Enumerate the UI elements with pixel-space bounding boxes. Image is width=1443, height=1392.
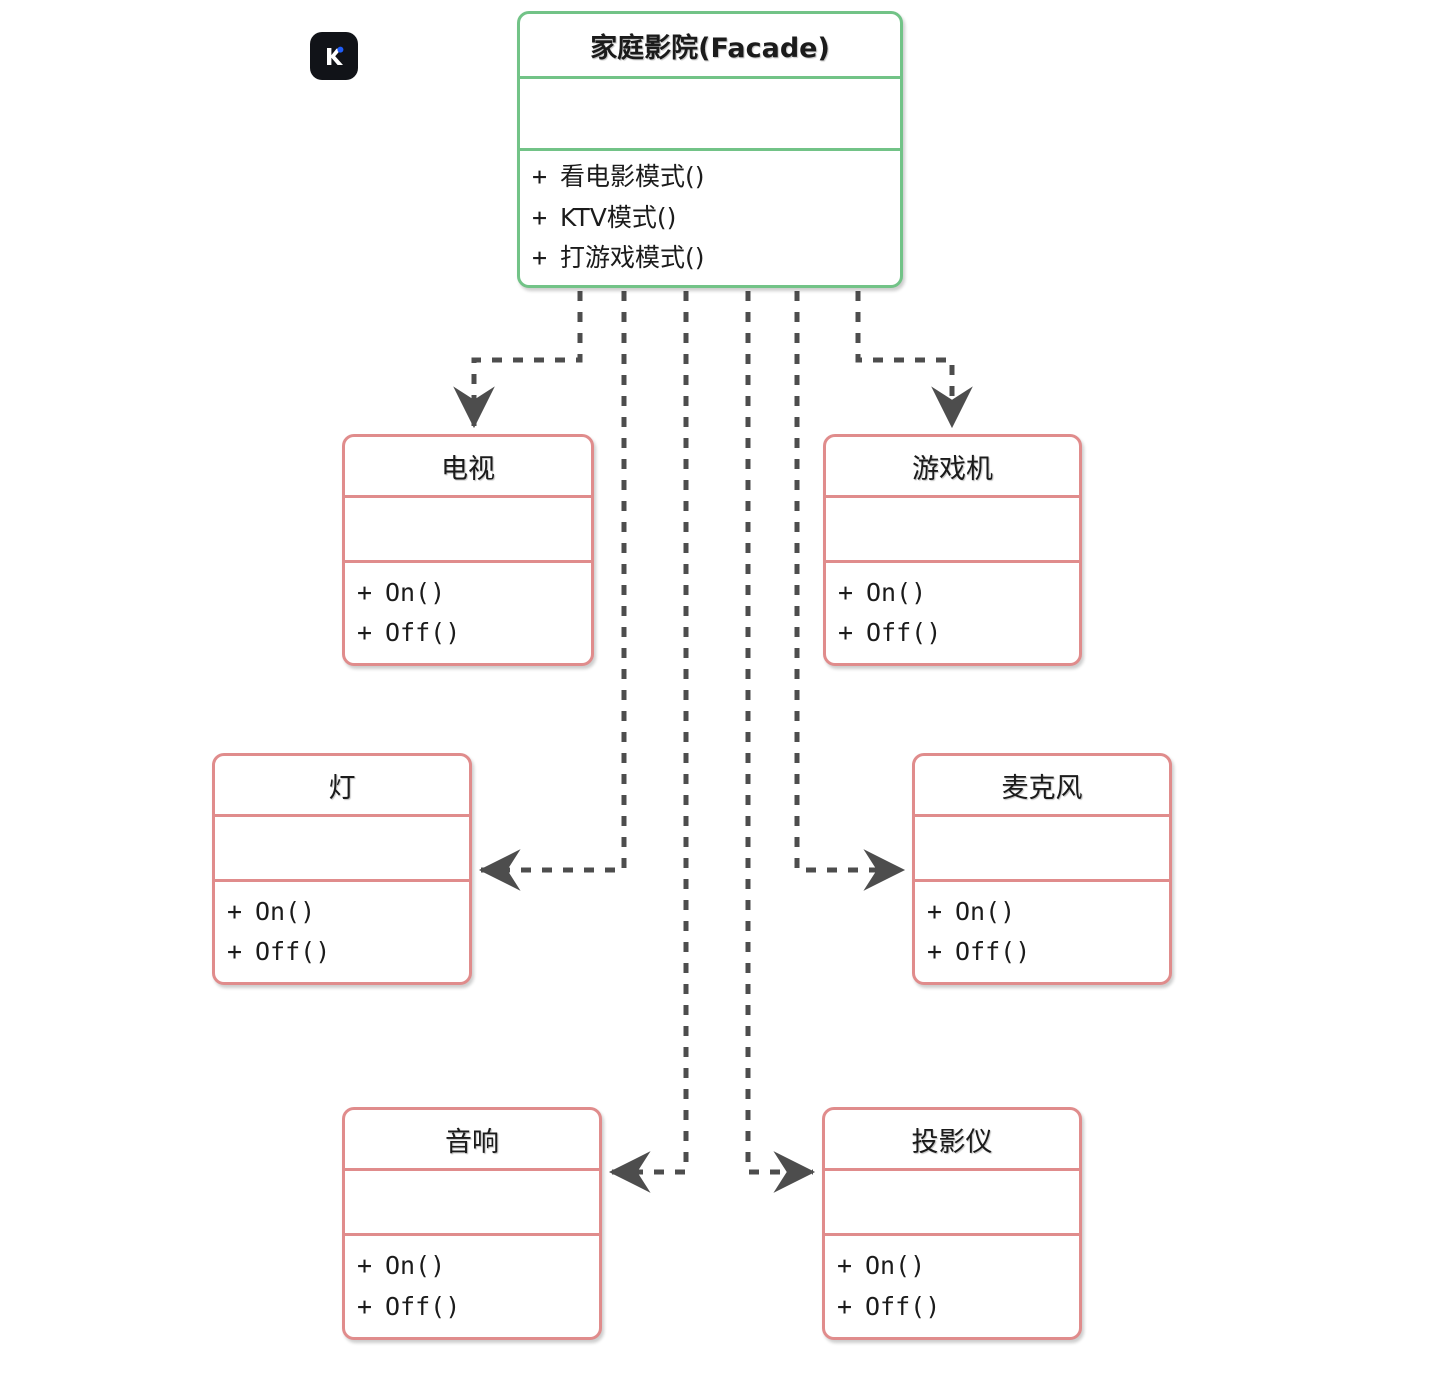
operation-signature: On() xyxy=(255,896,316,926)
operation-signature: Off() xyxy=(255,937,331,966)
operation-visibility: + xyxy=(357,618,373,647)
operation-row: + 看电影模式() xyxy=(532,157,900,198)
operation-signature: Off() xyxy=(385,618,461,647)
relation-facade-to-tv xyxy=(453,291,583,429)
class-separator xyxy=(915,814,1169,817)
class-operations-light: + On() + Off() xyxy=(215,882,469,982)
relation-facade-to-projector xyxy=(745,291,816,1193)
class-attributes-speaker xyxy=(345,1171,599,1233)
operation-row: + 打游戏模式() xyxy=(532,238,900,279)
operation-row: + On() xyxy=(357,573,591,614)
class-box-speaker[interactable]: 音响 + On() + Off() xyxy=(342,1107,602,1340)
class-box-console[interactable]: 游戏机 + On() + Off() xyxy=(823,434,1082,666)
class-separator xyxy=(826,560,1079,563)
operation-signature: 打游戏模式() xyxy=(560,243,705,273)
operation-row: + On() xyxy=(927,892,1169,933)
class-name-console: 游戏机 xyxy=(912,453,993,485)
class-box-projector[interactable]: 投影仪 + On() + Off() xyxy=(822,1107,1082,1340)
operation-row: + On() xyxy=(227,892,469,933)
class-separator xyxy=(520,76,900,79)
operation-visibility: + xyxy=(357,577,373,607)
class-separator xyxy=(915,879,1169,882)
operation-row: + Off() xyxy=(357,613,591,654)
class-separator xyxy=(826,495,1079,498)
class-name-microphone: 麦克风 xyxy=(1001,772,1083,804)
class-operations-projector: + On() + Off() xyxy=(825,1236,1079,1337)
class-operations-facade: + 看电影模式() + KTV模式() + 打游戏模式() xyxy=(520,151,900,285)
class-separator xyxy=(345,1233,599,1236)
operation-row: + On() xyxy=(357,1246,599,1287)
operation-row: + Off() xyxy=(837,1287,1079,1328)
class-box-microphone[interactable]: 麦克风 + On() + Off() xyxy=(912,753,1172,985)
operation-signature: 看电影模式() xyxy=(560,162,705,192)
operation-signature: On() xyxy=(955,896,1016,926)
operation-signature: On() xyxy=(385,1251,446,1280)
operation-visibility: + xyxy=(927,896,943,926)
class-name-speaker: 音响 xyxy=(445,1126,499,1158)
class-box-light[interactable]: 灯 + On() + Off() xyxy=(212,753,472,985)
operation-visibility: + xyxy=(532,243,548,273)
class-separator xyxy=(215,814,469,817)
class-name-projector: 投影仪 xyxy=(911,1126,993,1158)
operation-row: + On() xyxy=(837,1246,1079,1287)
class-operations-console: + On() + Off() xyxy=(826,563,1079,663)
operation-visibility: + xyxy=(837,1251,853,1280)
operation-row: + KTV模式() xyxy=(532,198,900,239)
operation-signature: Off() xyxy=(385,1291,461,1321)
class-name-light: 灯 xyxy=(328,772,356,804)
class-separator xyxy=(345,495,591,498)
operation-signature: On() xyxy=(865,1251,926,1280)
operation-signature: Off() xyxy=(865,1291,941,1321)
class-attributes-console xyxy=(826,498,1079,560)
operation-visibility: + xyxy=(838,577,854,607)
class-operations-microphone: + On() + Off() xyxy=(915,882,1169,982)
operation-row: + Off() xyxy=(838,613,1079,654)
operation-visibility: + xyxy=(838,618,854,647)
logo-dot-icon xyxy=(337,46,344,53)
class-separator xyxy=(345,560,591,563)
operation-signature: Off() xyxy=(955,937,1031,966)
operation-signature: On() xyxy=(866,577,927,607)
class-operations-tv: + On() + Off() xyxy=(345,563,591,663)
operation-visibility: + xyxy=(227,937,243,966)
app-logo xyxy=(310,32,358,80)
class-attributes-projector xyxy=(825,1171,1079,1233)
class-attributes-microphone xyxy=(915,817,1169,879)
operation-visibility: + xyxy=(357,1291,373,1321)
class-separator xyxy=(520,148,900,151)
operation-row: + Off() xyxy=(927,932,1169,973)
operation-row: + Off() xyxy=(357,1287,599,1328)
operation-visibility: + xyxy=(532,162,548,192)
logo-k-icon xyxy=(327,46,344,65)
class-box-facade[interactable]: 家庭影院(Facade) + 看电影模式() + KTV模式() + 打游戏模式… xyxy=(517,11,903,288)
operation-visibility: + xyxy=(357,1251,373,1280)
operation-visibility: + xyxy=(532,202,548,232)
class-separator xyxy=(825,1168,1079,1171)
operation-signature: On() xyxy=(385,577,446,607)
operation-visibility: + xyxy=(837,1291,853,1321)
class-name-facade: 家庭影院(Facade) xyxy=(590,32,830,64)
operation-row: + Off() xyxy=(227,932,469,973)
operation-visibility: + xyxy=(927,937,943,966)
class-box-tv[interactable]: 电视 + On() + Off() xyxy=(342,434,594,666)
relation-facade-to-console xyxy=(855,291,973,429)
operation-row: + On() xyxy=(838,573,1079,614)
class-operations-speaker: + On() + Off() xyxy=(345,1236,599,1337)
operation-signature: KTV模式() xyxy=(560,202,677,232)
class-separator xyxy=(345,1168,599,1171)
operation-signature: Off() xyxy=(866,618,942,647)
class-attributes-light xyxy=(215,817,469,879)
class-separator xyxy=(825,1233,1079,1236)
class-separator xyxy=(215,879,469,882)
class-name-tv: 电视 xyxy=(441,453,495,485)
operation-visibility: + xyxy=(227,896,243,926)
relation-facade-to-speaker xyxy=(608,291,689,1193)
class-attributes-facade xyxy=(520,79,900,148)
class-attributes-tv xyxy=(345,498,591,560)
